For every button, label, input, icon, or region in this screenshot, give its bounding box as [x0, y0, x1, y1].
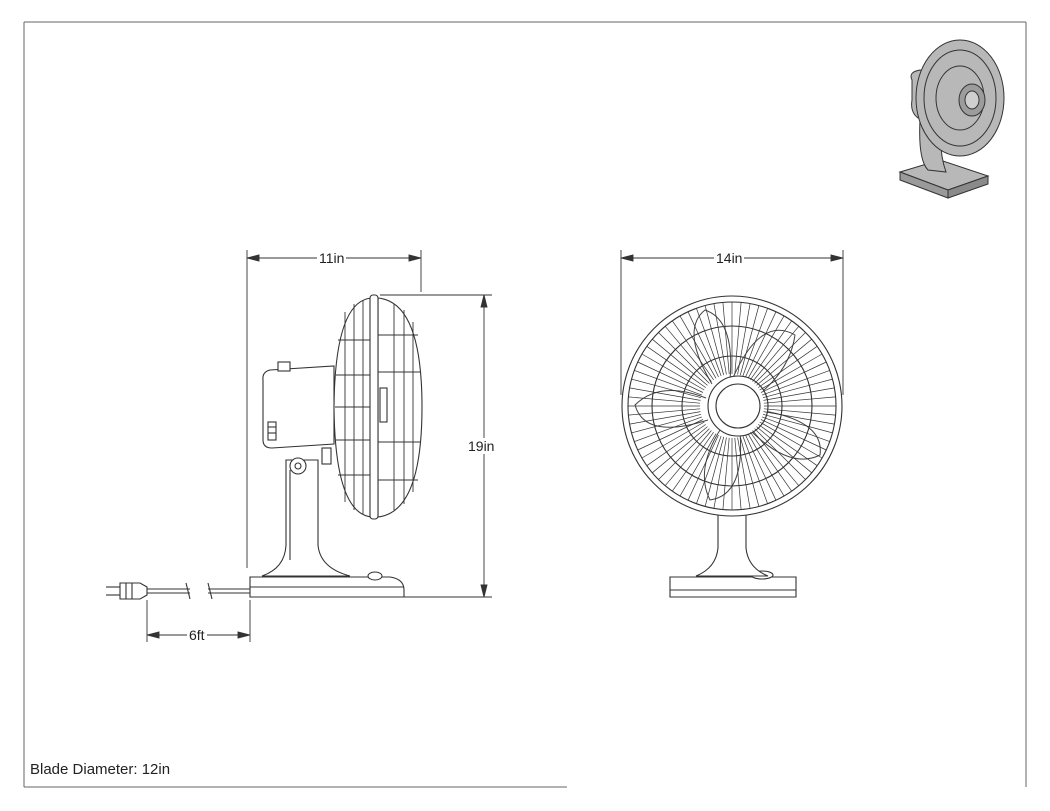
cage-spoke	[658, 428, 710, 480]
cage-spoke	[757, 424, 818, 466]
cage-spoke	[629, 411, 701, 425]
cage-spoke	[679, 315, 717, 379]
fan-blades	[634, 309, 821, 501]
cage-spoke	[664, 326, 712, 382]
dim-label-side-depth: 11in	[317, 250, 347, 266]
cage-spoke	[679, 433, 717, 497]
cage-spoke	[762, 413, 833, 434]
cage-spoke	[658, 332, 710, 384]
cage-spoke	[687, 311, 719, 378]
cage-spoke	[734, 437, 742, 510]
cage-spoke	[754, 428, 806, 480]
cage-spoke	[672, 320, 714, 381]
cage-spoke	[637, 419, 704, 451]
cage-spoke	[652, 426, 708, 474]
cage-spoke	[754, 332, 806, 384]
blade-diameter-note: Blade Diameter: 12in	[30, 761, 171, 778]
cage-spoke	[696, 308, 722, 377]
cage-spoke	[634, 416, 703, 442]
cage-spoke	[759, 421, 823, 459]
cage-spoke	[664, 430, 712, 486]
cage-spoke	[704, 305, 725, 376]
cage-spoke	[631, 413, 702, 434]
cage-spoke	[646, 424, 707, 466]
cage-spoke	[745, 434, 777, 501]
cage-spoke	[750, 431, 792, 492]
cage-spoke	[742, 308, 768, 377]
dim-label-front-width: 14in	[714, 250, 745, 266]
sheet-frame	[23, 21, 1027, 788]
cage-spoke	[739, 305, 760, 376]
cage-spoke	[759, 353, 823, 391]
cage-spoke	[742, 435, 768, 504]
cage-spoke	[760, 361, 827, 393]
cage-spoke	[672, 431, 714, 492]
cage-spoke	[763, 396, 836, 404]
cage-spoke	[752, 326, 800, 382]
cage-spoke	[737, 437, 751, 509]
cage-spoke	[696, 435, 722, 504]
cage-spoke	[629, 387, 701, 401]
cage-spoke	[641, 421, 705, 459]
cage-spoke	[763, 408, 836, 416]
cage-spoke	[704, 436, 725, 507]
cage-spoke	[747, 315, 785, 379]
cage-spoke	[641, 353, 705, 391]
side-view-fan	[249, 294, 423, 598]
cage-spoke	[652, 338, 708, 386]
cage-spoke	[762, 378, 833, 399]
cage-spoke	[760, 419, 827, 451]
cage-spoke	[628, 396, 701, 404]
cage-spoke	[646, 346, 707, 388]
cage-spoke	[634, 370, 703, 396]
front-cage-spokes	[628, 302, 836, 510]
cage-spoke	[637, 361, 704, 393]
cage-spoke	[713, 437, 727, 509]
cage-spoke	[713, 303, 727, 375]
cage-spoke	[628, 408, 701, 416]
cage-spoke	[687, 434, 719, 501]
cage-spoke	[763, 411, 835, 425]
cage-spoke	[631, 378, 702, 399]
cage-spoke	[747, 433, 785, 497]
cage-spoke	[734, 302, 742, 375]
cage-spoke	[737, 303, 751, 375]
dim-label-cord-length: 6ft	[187, 627, 207, 643]
cage-spoke	[761, 416, 830, 442]
power-cord	[106, 582, 250, 600]
cage-spoke	[745, 311, 777, 378]
cage-spoke	[752, 430, 800, 486]
dim-label-height: 19in	[466, 438, 497, 454]
cage-spoke	[757, 346, 818, 388]
cage-spoke	[739, 436, 760, 507]
cage-spoke	[722, 302, 730, 375]
side-view-cage-ribs	[335, 300, 421, 514]
isometric-fan-thumbnail	[898, 39, 1005, 199]
cage-spoke	[756, 426, 812, 474]
cage-spoke	[761, 370, 830, 396]
cage-spoke	[750, 320, 792, 381]
cage-spoke	[722, 437, 730, 510]
dimension-lines	[146, 250, 844, 642]
cage-spoke	[756, 338, 812, 386]
cage-spoke	[763, 387, 835, 401]
